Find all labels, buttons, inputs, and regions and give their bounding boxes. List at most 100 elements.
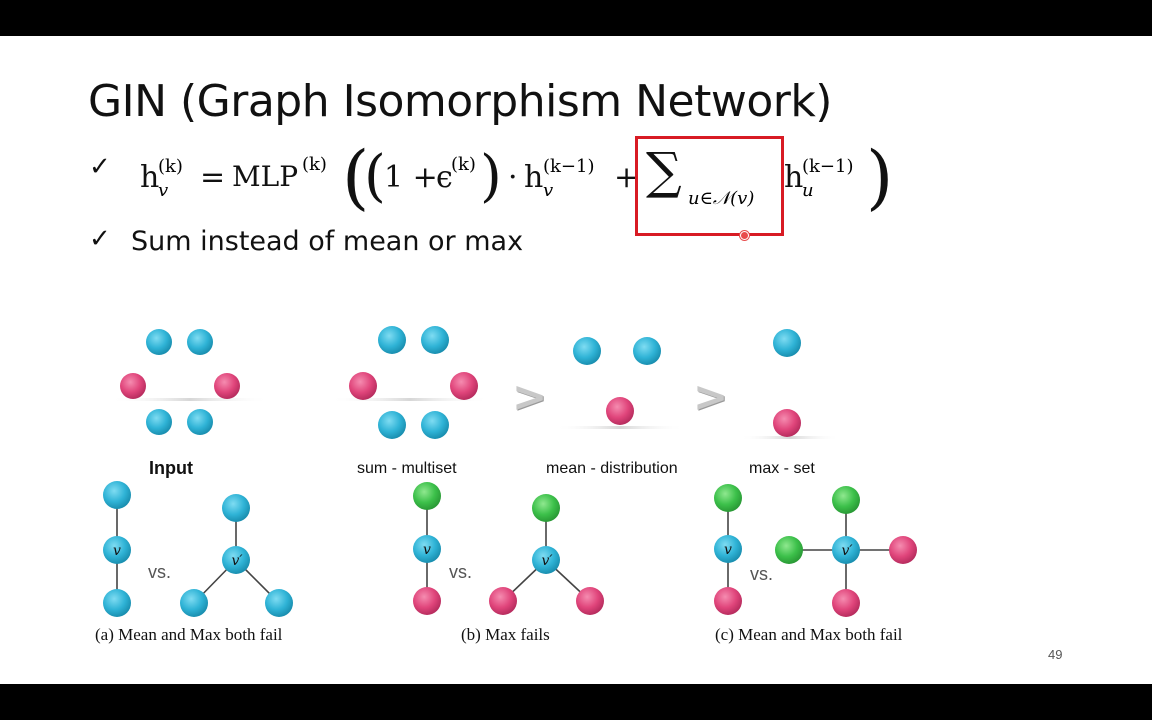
formula-mlp: MLP (232, 160, 299, 193)
green-node (532, 494, 560, 522)
graph-a (103, 481, 293, 617)
formula-h-v-prev-sup: (k−1) (543, 156, 595, 177)
formula-epsilon: ϵ (436, 160, 453, 195)
formula-inner-paren-open: ( (364, 144, 386, 209)
formula-sum-sub: u∈𝒩(v) (688, 188, 755, 209)
blue-node (187, 329, 213, 355)
pink-node (120, 373, 146, 399)
pink-node (773, 409, 801, 437)
label-mean-distribution: mean - distribution (546, 460, 678, 477)
center-node-vp (222, 546, 250, 574)
blue-node (103, 481, 131, 509)
green-node (832, 486, 860, 514)
bullet-sum-text: Sum instead of mean or max (131, 226, 524, 257)
blue-node (187, 409, 213, 435)
mean-node-group (555, 337, 685, 429)
input-shadow (110, 398, 270, 401)
formula-h-v-prev: h (524, 160, 544, 195)
vs-label: vs. (449, 562, 473, 582)
formula-h-v: h (140, 160, 160, 195)
pink-node (214, 373, 240, 399)
green-node (413, 482, 441, 510)
max-shadow (740, 436, 840, 439)
laser-pointer-dot (741, 232, 748, 239)
blue-node (633, 337, 661, 365)
node-label-vp: v′ (841, 543, 853, 559)
blue-node (421, 411, 449, 439)
vs-label: vs. (750, 564, 774, 584)
blue-node (378, 411, 406, 439)
slide-title: GIN (Graph Isomorphism Network) (88, 76, 832, 127)
node-label-vp: v′ (541, 553, 553, 569)
node-label-v: v (724, 542, 732, 558)
formula-h-v-prev-sub: v (543, 180, 554, 201)
page-number: 49 (1048, 647, 1063, 662)
pink-node (349, 372, 377, 400)
node-label-vp: v′ (231, 553, 243, 569)
node-label-v: v (113, 543, 121, 559)
caption-b: (b) Max fails (461, 625, 550, 644)
formula-h-u: h (784, 160, 804, 195)
greater-than-sign: > (693, 372, 729, 421)
node-letters: v v′ v v′ v v′ (113, 542, 853, 569)
formula-plus: + (614, 160, 640, 195)
pink-node (576, 587, 604, 615)
green-node (714, 484, 742, 512)
blue-node (103, 589, 131, 617)
check-icon: ✓ (89, 152, 111, 182)
pink-node (450, 372, 478, 400)
graph-c (714, 484, 917, 617)
blue-node (421, 326, 449, 354)
label-max-set: max - set (749, 460, 815, 477)
check-icon: ✓ (89, 224, 111, 254)
formula-one-plus: 1 + (384, 160, 438, 195)
caption-c: (c) Mean and Max both fail (715, 625, 903, 644)
input-node-group (110, 329, 270, 435)
formula-h-u-sub: u (802, 180, 814, 201)
formula-sum-symbol: ∑ (646, 142, 682, 200)
max-node-group (740, 329, 840, 439)
pink-node (606, 397, 634, 425)
slide: GIN (Graph Isomorphism Network) ✓ h (k) … (0, 36, 1152, 684)
blue-node (573, 337, 601, 365)
center-node-vp (532, 546, 560, 574)
pink-node (714, 587, 742, 615)
greater-than-sign: > (512, 372, 548, 421)
center-node-v (103, 536, 131, 564)
blue-node (265, 589, 293, 617)
blue-node (222, 494, 250, 522)
aggregation-diagram: v v′ v v′ v v′ (103, 326, 917, 617)
sum-node-group (330, 326, 490, 439)
sum-shadow (330, 398, 490, 401)
formula-eps-sup: (k) (451, 154, 476, 175)
graph-b (413, 482, 604, 615)
formula-outer-paren-close: ) (866, 136, 894, 218)
sum-highlight-box (635, 136, 784, 236)
pink-node (832, 589, 860, 617)
mean-shadow (555, 426, 685, 429)
caption-a: (a) Mean and Max both fail (95, 625, 283, 644)
blue-node (773, 329, 801, 357)
formula-sup-k: (k) (158, 156, 183, 177)
center-node-v (714, 535, 742, 563)
pink-node (413, 587, 441, 615)
formula-h-u-sup: (k−1) (802, 156, 854, 177)
formula-inner-paren-close: ) (480, 144, 502, 209)
green-node (775, 536, 803, 564)
blue-node (146, 409, 172, 435)
vs-label: vs. (148, 562, 172, 582)
formula-outer-paren-open: ( (342, 136, 370, 218)
center-node-v (413, 535, 441, 563)
formula-sub-v: v (158, 180, 169, 201)
formula-equals: = (200, 160, 226, 195)
formula-dot: · (508, 160, 518, 195)
pink-node (489, 587, 517, 615)
node-label-v: v (423, 542, 431, 558)
formula-mlp-sup: (k) (302, 154, 327, 175)
pink-node (889, 536, 917, 564)
blue-node (378, 326, 406, 354)
label-input: Input (149, 458, 193, 478)
center-node-vp (832, 536, 860, 564)
label-sum-multiset: sum - multiset (357, 460, 457, 477)
blue-node (146, 329, 172, 355)
